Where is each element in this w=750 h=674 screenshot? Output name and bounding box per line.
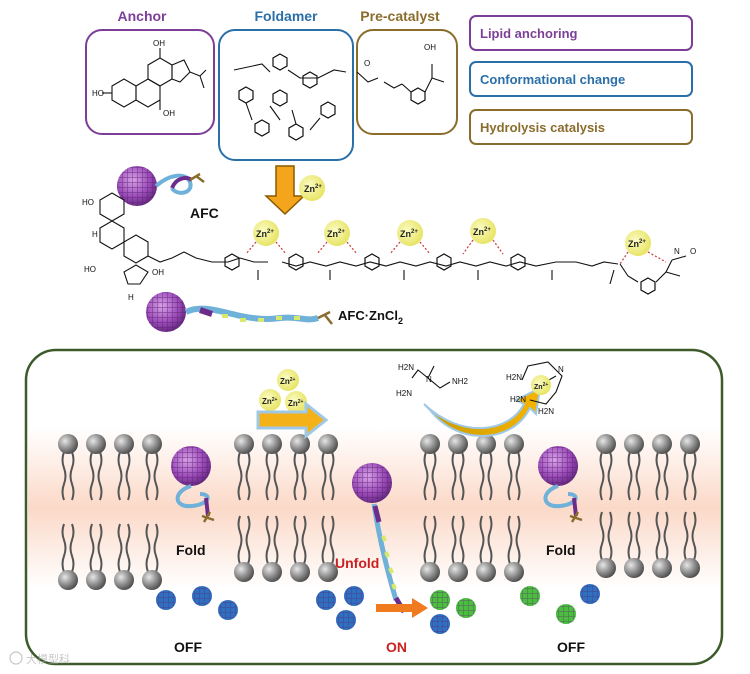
off-left-label: OFF [174,639,202,655]
anchor-oh-bottom: OH [163,109,175,118]
foldamer-title: Foldamer [254,8,318,24]
tren-nh2-3: NH2 [452,377,469,386]
afc-fold-right [538,446,583,523]
oxime-oh: OH [424,43,436,52]
fold-left-label: Fold [176,542,206,558]
svg-text:Zn2+: Zn2+ [280,377,296,386]
tren-nh2-1: H2N [398,363,414,372]
foldamer-structure [233,53,347,141]
svg-text:Zn2+: Zn2+ [534,382,548,391]
legend-lipid-label: Lipid anchoring [480,26,578,41]
zn-ion-chain-4: Zn2+ [462,218,504,255]
complex-h2n-1: H2N [506,373,522,382]
zn-ion-cluster: Zn2+ Zn2+ Zn2+ [259,369,307,413]
afc-unfolded-membrane [352,463,407,614]
legend-conformation-label: Conformational change [480,72,625,87]
anchor-box [85,29,215,135]
off-right-label: OFF [557,639,585,655]
oxime-o: O [364,59,370,68]
unfold-label: Unfold [335,555,379,571]
afc-zn-complex-structure [99,192,687,295]
binding-arrow [264,165,306,216]
zn-ion-chain-2: Zn2+ [316,220,358,255]
steroid-structure [102,48,207,110]
svg-text:Zn2+: Zn2+ [288,399,304,408]
afc-unfolded-cartoon [146,292,333,332]
zn-add-arrow [256,400,329,440]
legend-hydrolysis-label: Hydrolysis catalysis [480,120,605,135]
complex-label: AFC·ZnCl2 [338,308,403,326]
svg-text:Zn2+: Zn2+ [304,184,322,194]
complex-oxime-o: O [690,247,696,256]
precatalyst-title: Pre-catalyst [360,8,440,24]
oxime-structure [356,64,445,105]
complex-h-1: H [92,230,98,239]
zn-ion-chain-5: Zn2+ [619,230,667,265]
foldamer-box [218,29,354,161]
zn-ion-chain-3: Zn2+ [389,220,431,255]
complex-oh: OH [152,268,164,277]
anchor-title: Anchor [118,8,168,24]
svg-text:Zn2+: Zn2+ [400,229,418,239]
cargo-right [580,584,600,604]
legend-lipid-box [469,15,693,51]
svg-text:Zn2+: Zn2+ [256,229,274,239]
complex-ho-top: HO [82,198,94,207]
complex-n: N [558,365,564,374]
afc-folded-cartoon [117,166,205,206]
zn-ion-chain-1: Zn2+ [245,220,287,255]
anchor-ho: HO [92,89,104,98]
catalysis-arrow [376,598,428,618]
svg-text:Zn2+: Zn2+ [628,239,646,249]
svg-text:Zn2+: Zn2+ [327,229,345,239]
complex-h2n-3: H2N [538,407,554,416]
complex-oxime-n: N [674,247,680,256]
complex-h-2: H [128,293,134,302]
legend-hydrolysis-box [469,109,693,145]
tren-nh2-2: H2N [396,389,412,398]
svg-text:Zn2+: Zn2+ [473,227,491,237]
chelation-arrow [423,386,542,437]
precatalyst-box [356,29,458,135]
svg-text:大模型科: 大模型科 [26,652,70,666]
zn-tren-complex: Zn2+ [521,361,563,405]
tren-ligand [411,365,451,389]
legend-conformation-box [469,61,693,97]
fold-right-label: Fold [546,542,576,558]
svg-text:Zn2+: Zn2+ [262,397,278,406]
anchor-oh-top: OH [153,39,165,48]
complex-h2n-2: H2N [510,395,526,404]
watermark: 大模型科 [9,651,70,666]
afc-label: AFC [190,205,219,221]
afc-fold-left [171,446,215,523]
zn-ion-top: Zn2+ [299,175,325,201]
on-label: ON [386,639,407,655]
complex-ho-bottom: HO [84,265,96,274]
tren-n: N [426,375,432,384]
